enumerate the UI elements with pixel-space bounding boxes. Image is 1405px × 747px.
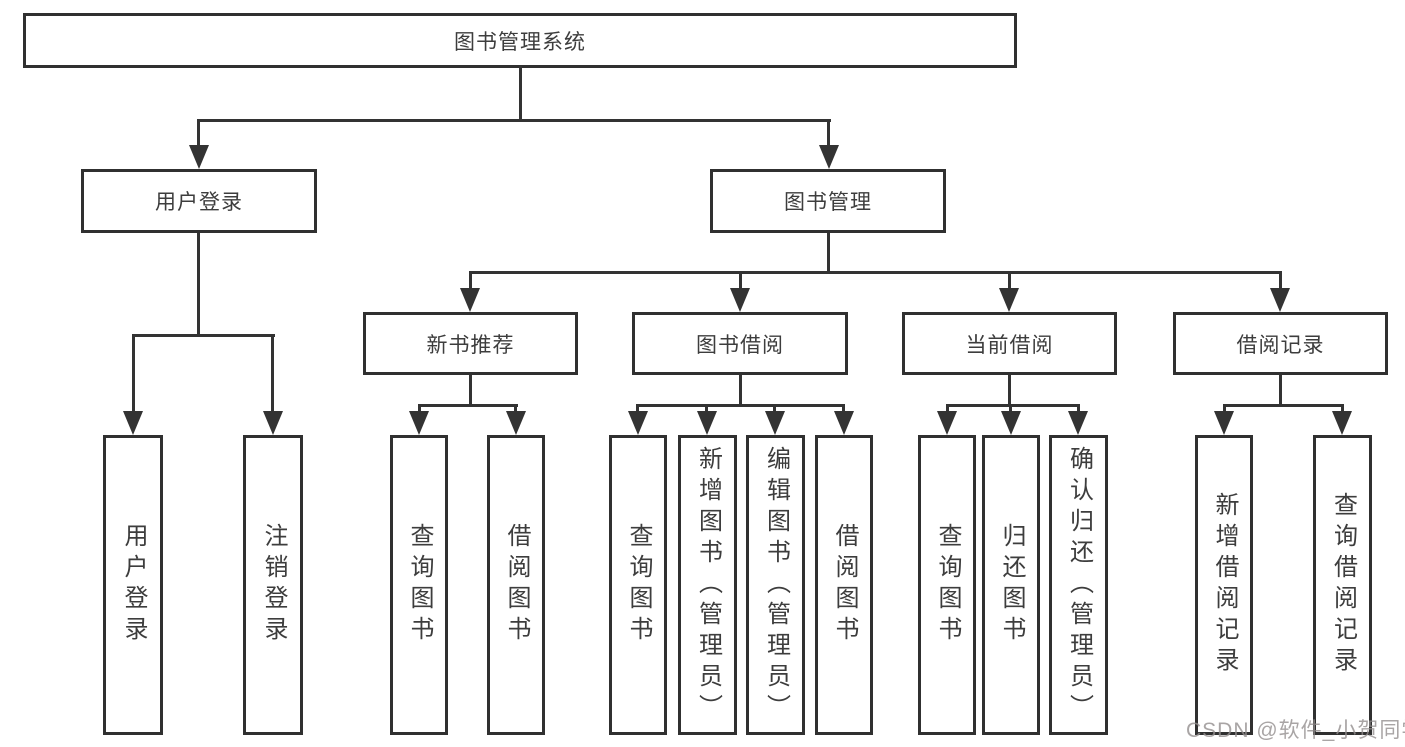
connector-line [469, 271, 1282, 274]
node-book-management-label: 图书管理 [784, 191, 872, 214]
leaf-logout: 注销登录 [243, 435, 303, 735]
connector-line [827, 119, 830, 149]
arrowhead-icon [765, 411, 785, 435]
node-book-borrow-label: 图书借阅 [696, 333, 784, 357]
node-book-borrow: 图书借阅 [632, 312, 848, 375]
connector-line [1279, 271, 1282, 291]
connector-line [739, 271, 742, 291]
leaf-confirm-return-admin: 确认归还（管理员） [1049, 435, 1108, 735]
connector-line [827, 233, 830, 273]
connector-line [469, 271, 472, 291]
node-borrow-records: 借阅记录 [1173, 312, 1388, 375]
node-new-book-recommend-label: 新书推荐 [426, 333, 515, 357]
arrowhead-icon [1001, 411, 1021, 435]
leaf-return-books: 归还图书 [982, 435, 1040, 735]
connector-line [739, 375, 742, 406]
connector-line [418, 404, 518, 407]
node-book-management: 图书管理 [710, 169, 946, 233]
connector-line [636, 404, 639, 414]
connector-line [469, 375, 472, 406]
connector-line [636, 404, 845, 407]
connector-line [197, 233, 200, 336]
connector-line [514, 404, 517, 414]
arrowhead-icon [819, 145, 839, 169]
arrowhead-icon [937, 411, 957, 435]
connector-line [1008, 271, 1011, 291]
arrowhead-icon [1270, 288, 1290, 312]
arrowhead-icon [1214, 411, 1234, 435]
arrowhead-icon [506, 411, 526, 435]
leaf-add-books-admin: 新增图书（管理员） [678, 435, 737, 735]
leaf-borrow-books: 借阅图书 [815, 435, 873, 735]
node-new-book-recommend: 新书推荐 [363, 312, 578, 375]
node-library-system: 图书管理系统 [23, 13, 1017, 68]
connector-line [197, 119, 831, 122]
connector-line [1223, 404, 1226, 414]
node-current-borrow-label: 当前借阅 [965, 333, 1054, 357]
arrowhead-icon [409, 411, 429, 435]
connector-line [1223, 404, 1344, 407]
arrowhead-icon [730, 288, 750, 312]
connector-line [197, 119, 200, 149]
connector-line [946, 404, 1080, 407]
node-user-login-label: 用户登录 [155, 191, 243, 214]
leaf-borrow-books-recommend: 借阅图书 [487, 435, 545, 735]
connector-line [1009, 404, 1012, 414]
leaf-edit-books-admin: 编辑图书（管理员） [746, 435, 805, 735]
leaf-query-books-borrow: 查询图书 [609, 435, 667, 735]
arrowhead-icon [263, 411, 283, 435]
connector-line [271, 334, 274, 414]
arrowhead-icon [123, 411, 143, 435]
node-user-login: 用户登录 [81, 169, 317, 233]
arrowhead-icon [189, 145, 209, 169]
arrowhead-icon [628, 411, 648, 435]
connector-line [773, 404, 776, 414]
leaf-query-borrow-record: 查询借阅记录 [1313, 435, 1372, 735]
connector-line [1341, 404, 1344, 414]
connector-line [1279, 375, 1282, 406]
connector-line [705, 404, 708, 414]
arrowhead-icon [460, 288, 480, 312]
connector-line [132, 334, 135, 414]
connector-line [842, 404, 845, 414]
connector-line [418, 404, 421, 414]
connector-line [1077, 404, 1080, 414]
connector-line [1008, 375, 1011, 406]
connector-line [519, 66, 522, 122]
arrowhead-icon [1068, 411, 1088, 435]
leaf-user-login: 用户登录 [103, 435, 163, 735]
connector-line [946, 404, 949, 414]
arrowhead-icon [697, 411, 717, 435]
arrowhead-icon [1332, 411, 1352, 435]
node-current-borrow: 当前借阅 [902, 312, 1117, 375]
leaf-query-books-current: 查询图书 [918, 435, 976, 735]
node-library-system-label: 图书管理系统 [454, 30, 586, 54]
watermark: CSDN @软件_小贺同学 [1186, 719, 1405, 742]
leaf-query-books-recommend: 查询图书 [390, 435, 448, 735]
leaf-add-borrow-record: 新增借阅记录 [1195, 435, 1253, 735]
arrowhead-icon [834, 411, 854, 435]
arrowhead-icon [999, 288, 1019, 312]
node-borrow-records-label: 借阅记录 [1236, 333, 1325, 357]
connector-line [132, 334, 275, 337]
